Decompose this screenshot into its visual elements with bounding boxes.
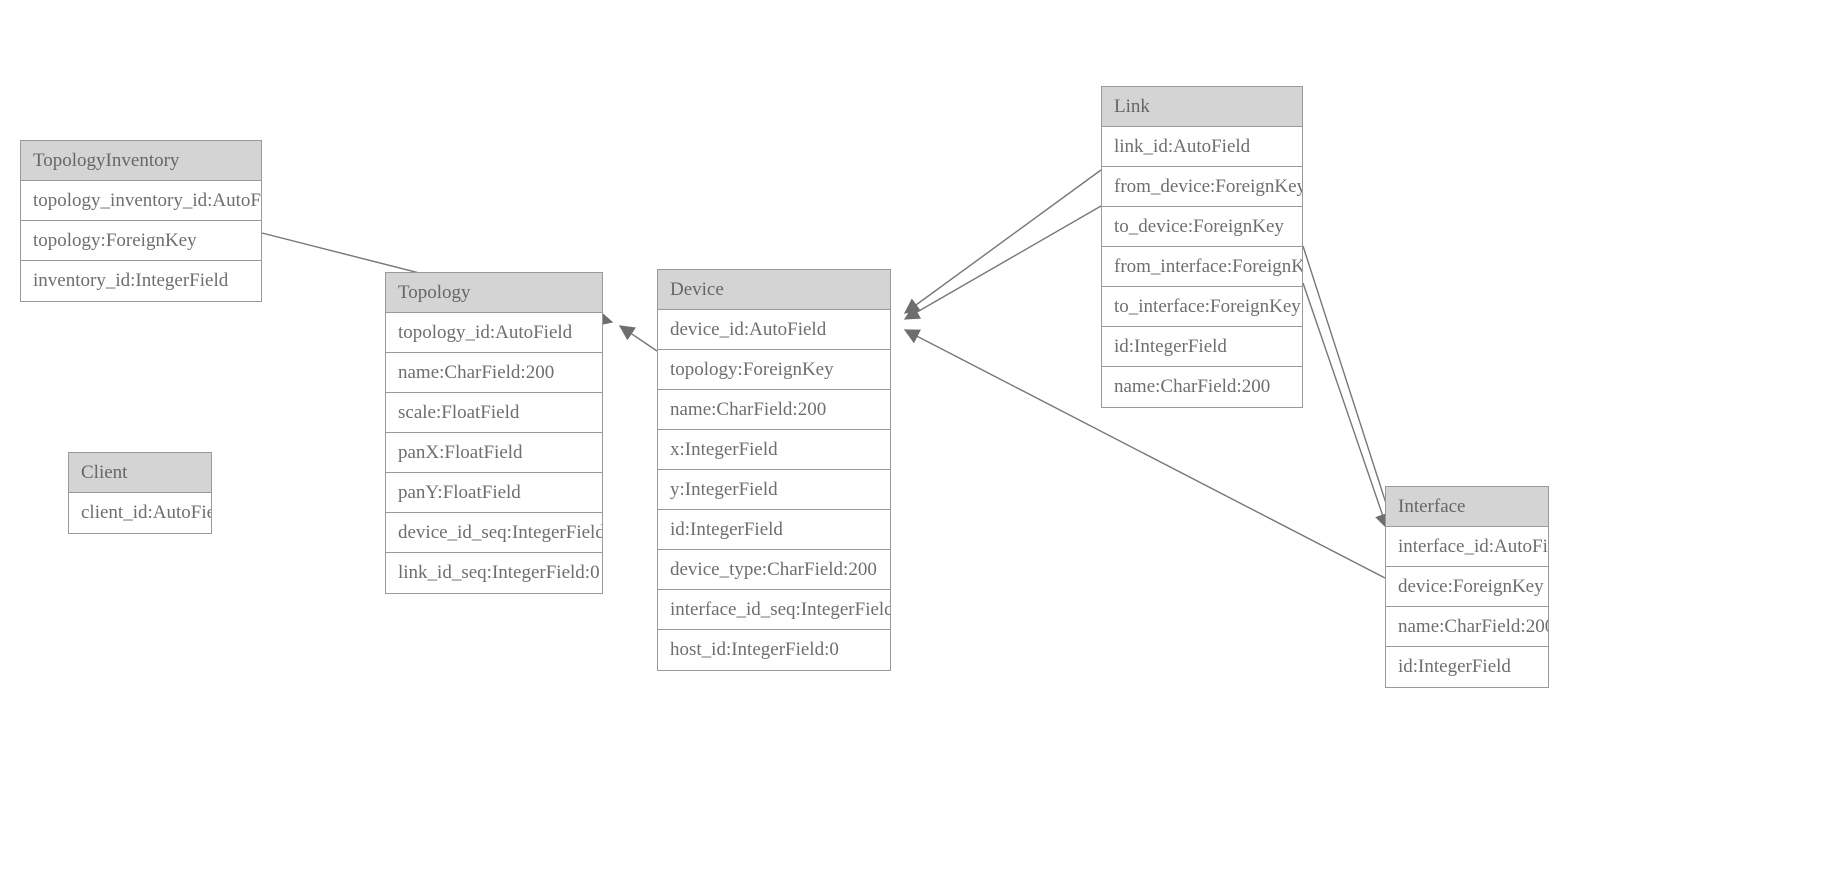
entity-title: TopologyInventory bbox=[21, 141, 261, 181]
entity-field[interactable]: inventory_id:IntegerField bbox=[33, 270, 229, 291]
relationship-device-topology bbox=[618, 325, 658, 352]
entity-title: Device bbox=[658, 270, 890, 310]
entity-field[interactable]: id:IntegerField bbox=[1398, 656, 1511, 677]
entity-field[interactable]: id:IntegerField bbox=[1102, 327, 1302, 367]
entity-field[interactable]: topology:ForeignKey bbox=[658, 350, 890, 390]
entity-topology[interactable]: Topology topology_id:AutoField name:Char… bbox=[385, 272, 603, 594]
entity-field[interactable]: from_interface:ForeignKey bbox=[1102, 247, 1302, 287]
entity-field-list: client_id:AutoField bbox=[69, 493, 211, 533]
entity-field[interactable]: topology_inventory_id:AutoField bbox=[21, 181, 261, 221]
entity-interface[interactable]: Interface interface_id:AutoField device:… bbox=[1385, 486, 1549, 688]
entity-field[interactable]: interface_id_seq:IntegerField:0 bbox=[658, 590, 890, 630]
entity-title: Link bbox=[1102, 87, 1302, 127]
entity-link[interactable]: Link link_id:AutoField from_device:Forei… bbox=[1101, 86, 1303, 408]
entity-device[interactable]: Device device_id:AutoField topology:Fore… bbox=[657, 269, 891, 671]
entity-field-list: device_id:AutoField topology:ForeignKey … bbox=[658, 310, 890, 670]
entity-field-list: interface_id:AutoField device:ForeignKey… bbox=[1386, 527, 1548, 687]
entity-field-list: topology_id:AutoField name:CharField:200… bbox=[386, 313, 602, 593]
entity-topologyinventory[interactable]: TopologyInventory topology_inventory_id:… bbox=[20, 140, 262, 302]
entity-field[interactable]: scale:FloatField bbox=[386, 393, 602, 433]
entity-field[interactable]: from_device:ForeignKey bbox=[1102, 167, 1302, 207]
entity-field[interactable]: panY:FloatField bbox=[386, 473, 602, 513]
relationship-link-from-device bbox=[903, 169, 1102, 314]
relationship-link-to-interface bbox=[1302, 282, 1390, 530]
entity-field[interactable]: link_id_seq:IntegerField:0 bbox=[398, 562, 600, 583]
entity-field[interactable]: topology:ForeignKey bbox=[21, 221, 261, 261]
entity-field[interactable]: name:CharField:200 bbox=[386, 353, 602, 393]
relationship-link-to-device bbox=[903, 205, 1102, 320]
entity-field[interactable]: client_id:AutoField bbox=[81, 502, 211, 523]
entity-field[interactable]: link_id:AutoField bbox=[1102, 127, 1302, 167]
entity-title: Interface bbox=[1386, 487, 1548, 527]
entity-field-list: link_id:AutoField from_device:ForeignKey… bbox=[1102, 127, 1302, 407]
entity-field[interactable]: host_id:IntegerField:0 bbox=[670, 639, 839, 660]
entity-field[interactable]: name:CharField:200 bbox=[1386, 607, 1548, 647]
entity-title: Topology bbox=[386, 273, 602, 313]
entity-field[interactable]: device:ForeignKey bbox=[1386, 567, 1548, 607]
entity-field[interactable]: name:CharField:200 bbox=[658, 390, 890, 430]
entity-field[interactable]: device_id_seq:IntegerField:0 bbox=[386, 513, 602, 553]
entity-field[interactable]: to_device:ForeignKey bbox=[1102, 207, 1302, 247]
entity-field[interactable]: interface_id:AutoField bbox=[1386, 527, 1548, 567]
entity-field[interactable]: x:IntegerField bbox=[658, 430, 890, 470]
entity-field[interactable]: device_id:AutoField bbox=[658, 310, 890, 350]
entity-field[interactable]: y:IntegerField bbox=[658, 470, 890, 510]
entity-field[interactable]: id:IntegerField bbox=[658, 510, 890, 550]
entity-field[interactable]: to_interface:ForeignKey bbox=[1102, 287, 1302, 327]
relationship-link-from-interface bbox=[1302, 245, 1394, 526]
entity-client[interactable]: Client client_id:AutoField bbox=[68, 452, 212, 534]
entity-title: Client bbox=[69, 453, 211, 493]
entity-field[interactable]: name:CharField:200 bbox=[1114, 376, 1271, 397]
entity-field[interactable]: device_type:CharField:200 bbox=[658, 550, 890, 590]
entity-field[interactable]: panX:FloatField bbox=[386, 433, 602, 473]
entity-field[interactable]: topology_id:AutoField bbox=[386, 313, 602, 353]
entity-field-list: topology_inventory_id:AutoField topology… bbox=[21, 181, 261, 301]
